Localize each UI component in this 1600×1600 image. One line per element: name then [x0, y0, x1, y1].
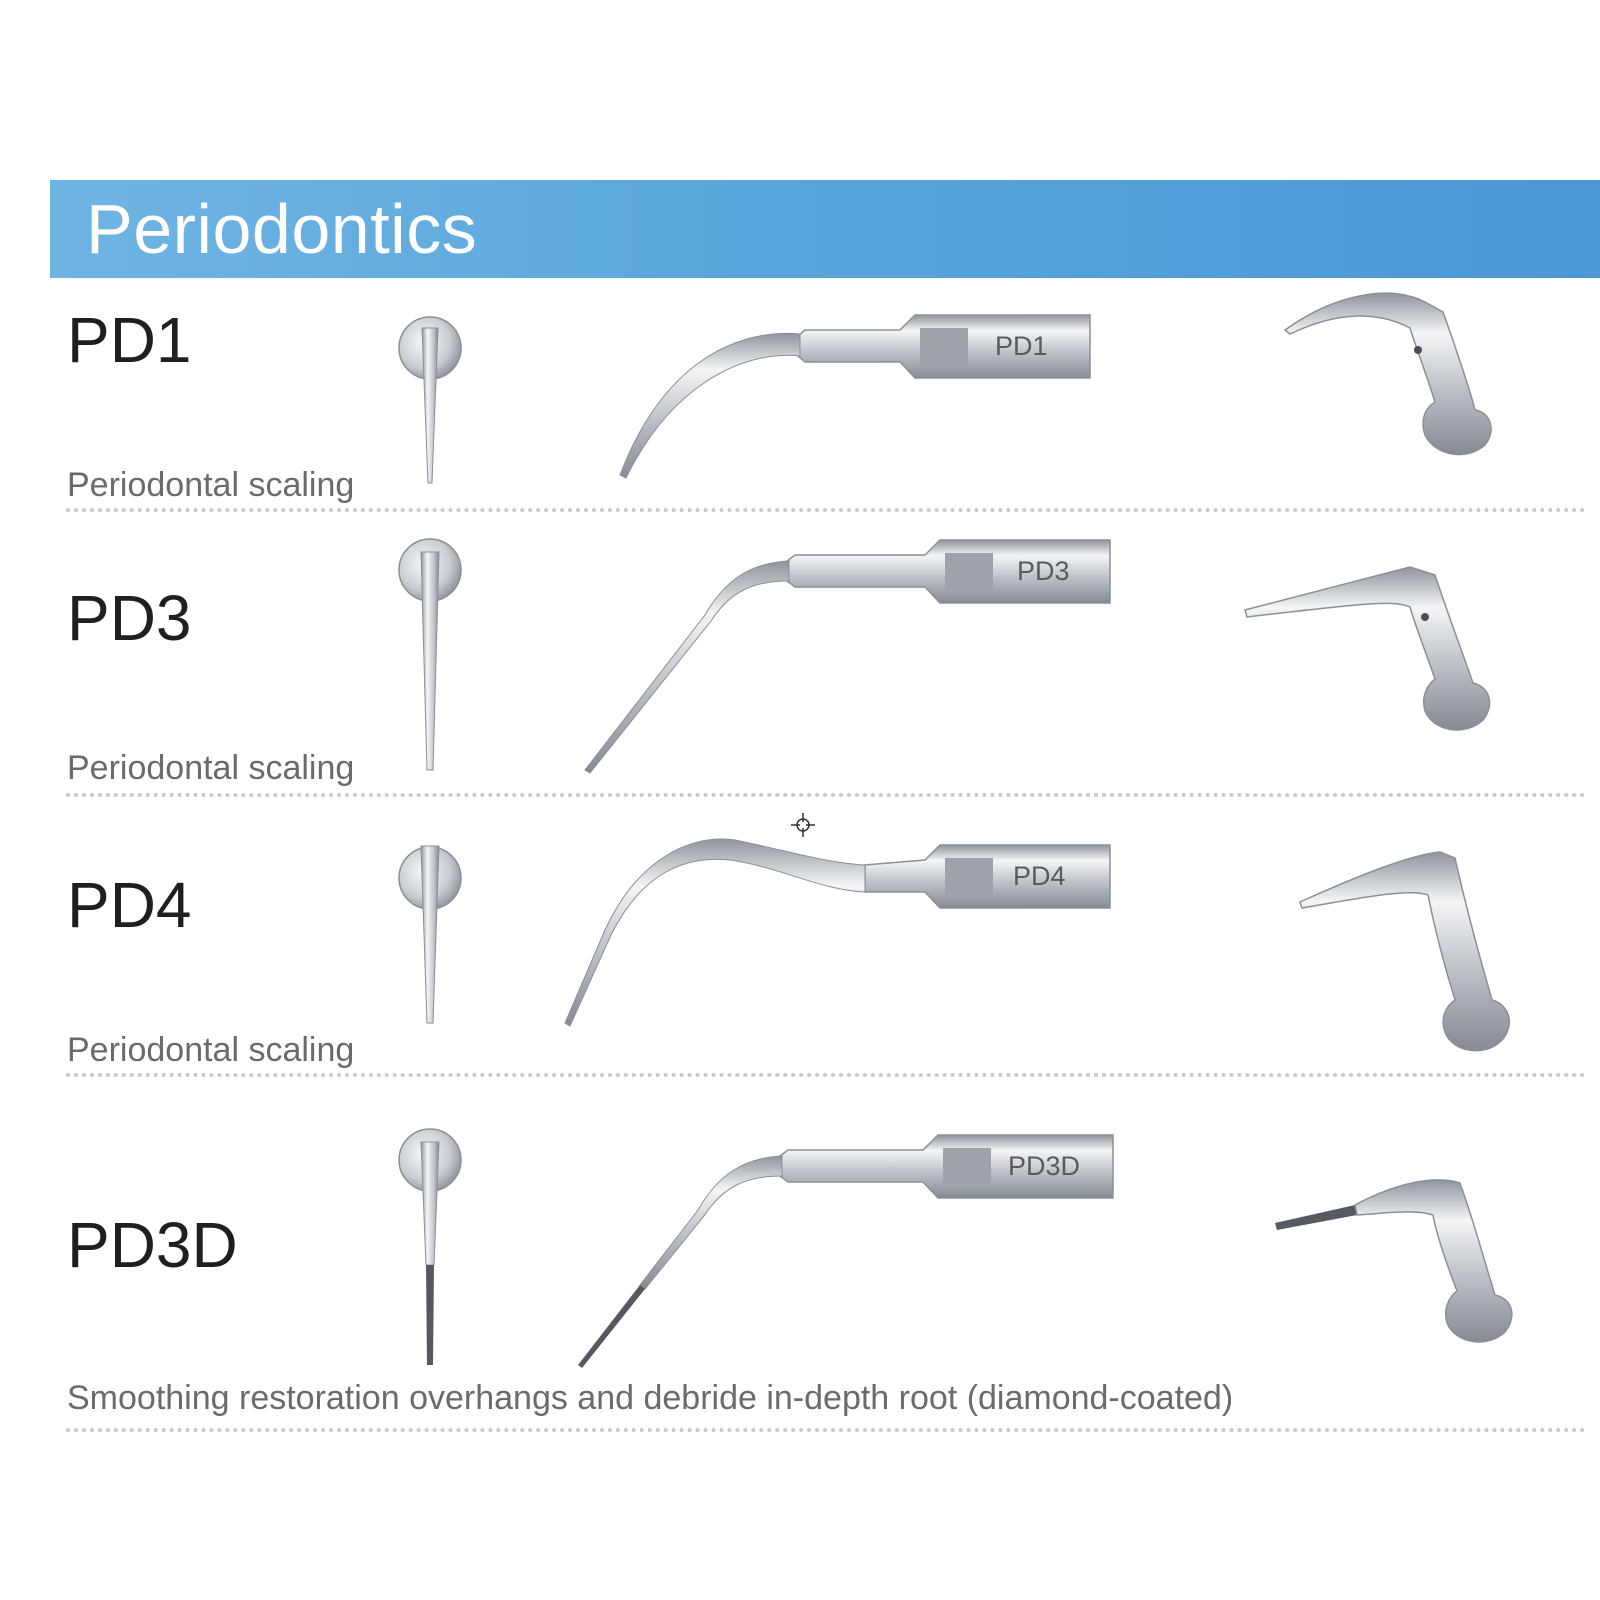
- tip-description: Smoothing restoration overhangs and debr…: [67, 1379, 1234, 1417]
- section-title: Periodontics: [86, 190, 478, 268]
- tip-description: Periodontal scaling: [67, 1031, 355, 1069]
- side-view-tip-icon: PD4: [564, 838, 1111, 1027]
- shank-label: PD3D: [1008, 1151, 1080, 1181]
- tip-code: PD4: [67, 869, 192, 941]
- tip-row-pd3: PD3 Periodontal scaling PD3: [66, 538, 1586, 797]
- shank-label: PD4: [1013, 861, 1066, 891]
- shank-label: PD3: [1017, 556, 1070, 586]
- angled-view-tip-icon: [1299, 851, 1511, 1052]
- tip-row-pd4: PD4 Periodontal scaling PD4: [66, 838, 1586, 1077]
- section-banner: Periodontics: [50, 180, 1600, 278]
- tip-description: Periodontal scaling: [67, 466, 355, 504]
- side-view-tip-icon: PD3D: [578, 1134, 1114, 1368]
- front-view-tip-icon: [398, 538, 462, 771]
- tip-description: Periodontal scaling: [67, 749, 355, 787]
- row-divider: [66, 508, 1586, 512]
- row-divider: [66, 793, 1586, 797]
- angled-view-tip-icon: [1283, 292, 1492, 456]
- row-divider: [66, 1073, 1586, 1077]
- tip-code: PD1: [67, 304, 192, 376]
- front-view-tip-icon: [398, 316, 462, 484]
- front-view-tip-icon: [398, 1128, 462, 1365]
- shank-label: PD1: [995, 331, 1048, 361]
- tip-row-pd1: PD1 Periodontal scaling PD1: [0, 0, 1600, 520]
- front-view-tip-icon: [398, 845, 462, 1024]
- side-view-tip-icon: PD3: [584, 539, 1111, 774]
- side-view-tip-icon: PD1: [619, 314, 1091, 479]
- tip-code: PD3D: [67, 1209, 238, 1281]
- crosshair-cursor-icon: [791, 813, 815, 837]
- tip-code: PD3: [67, 582, 192, 654]
- angled-view-tip-icon: [1244, 566, 1491, 731]
- tip-row-pd3d: PD3D Smoothing restoration overhangs and…: [66, 1128, 1586, 1432]
- angled-view-tip-icon: [1275, 1179, 1513, 1343]
- row-divider: [66, 1428, 1586, 1432]
